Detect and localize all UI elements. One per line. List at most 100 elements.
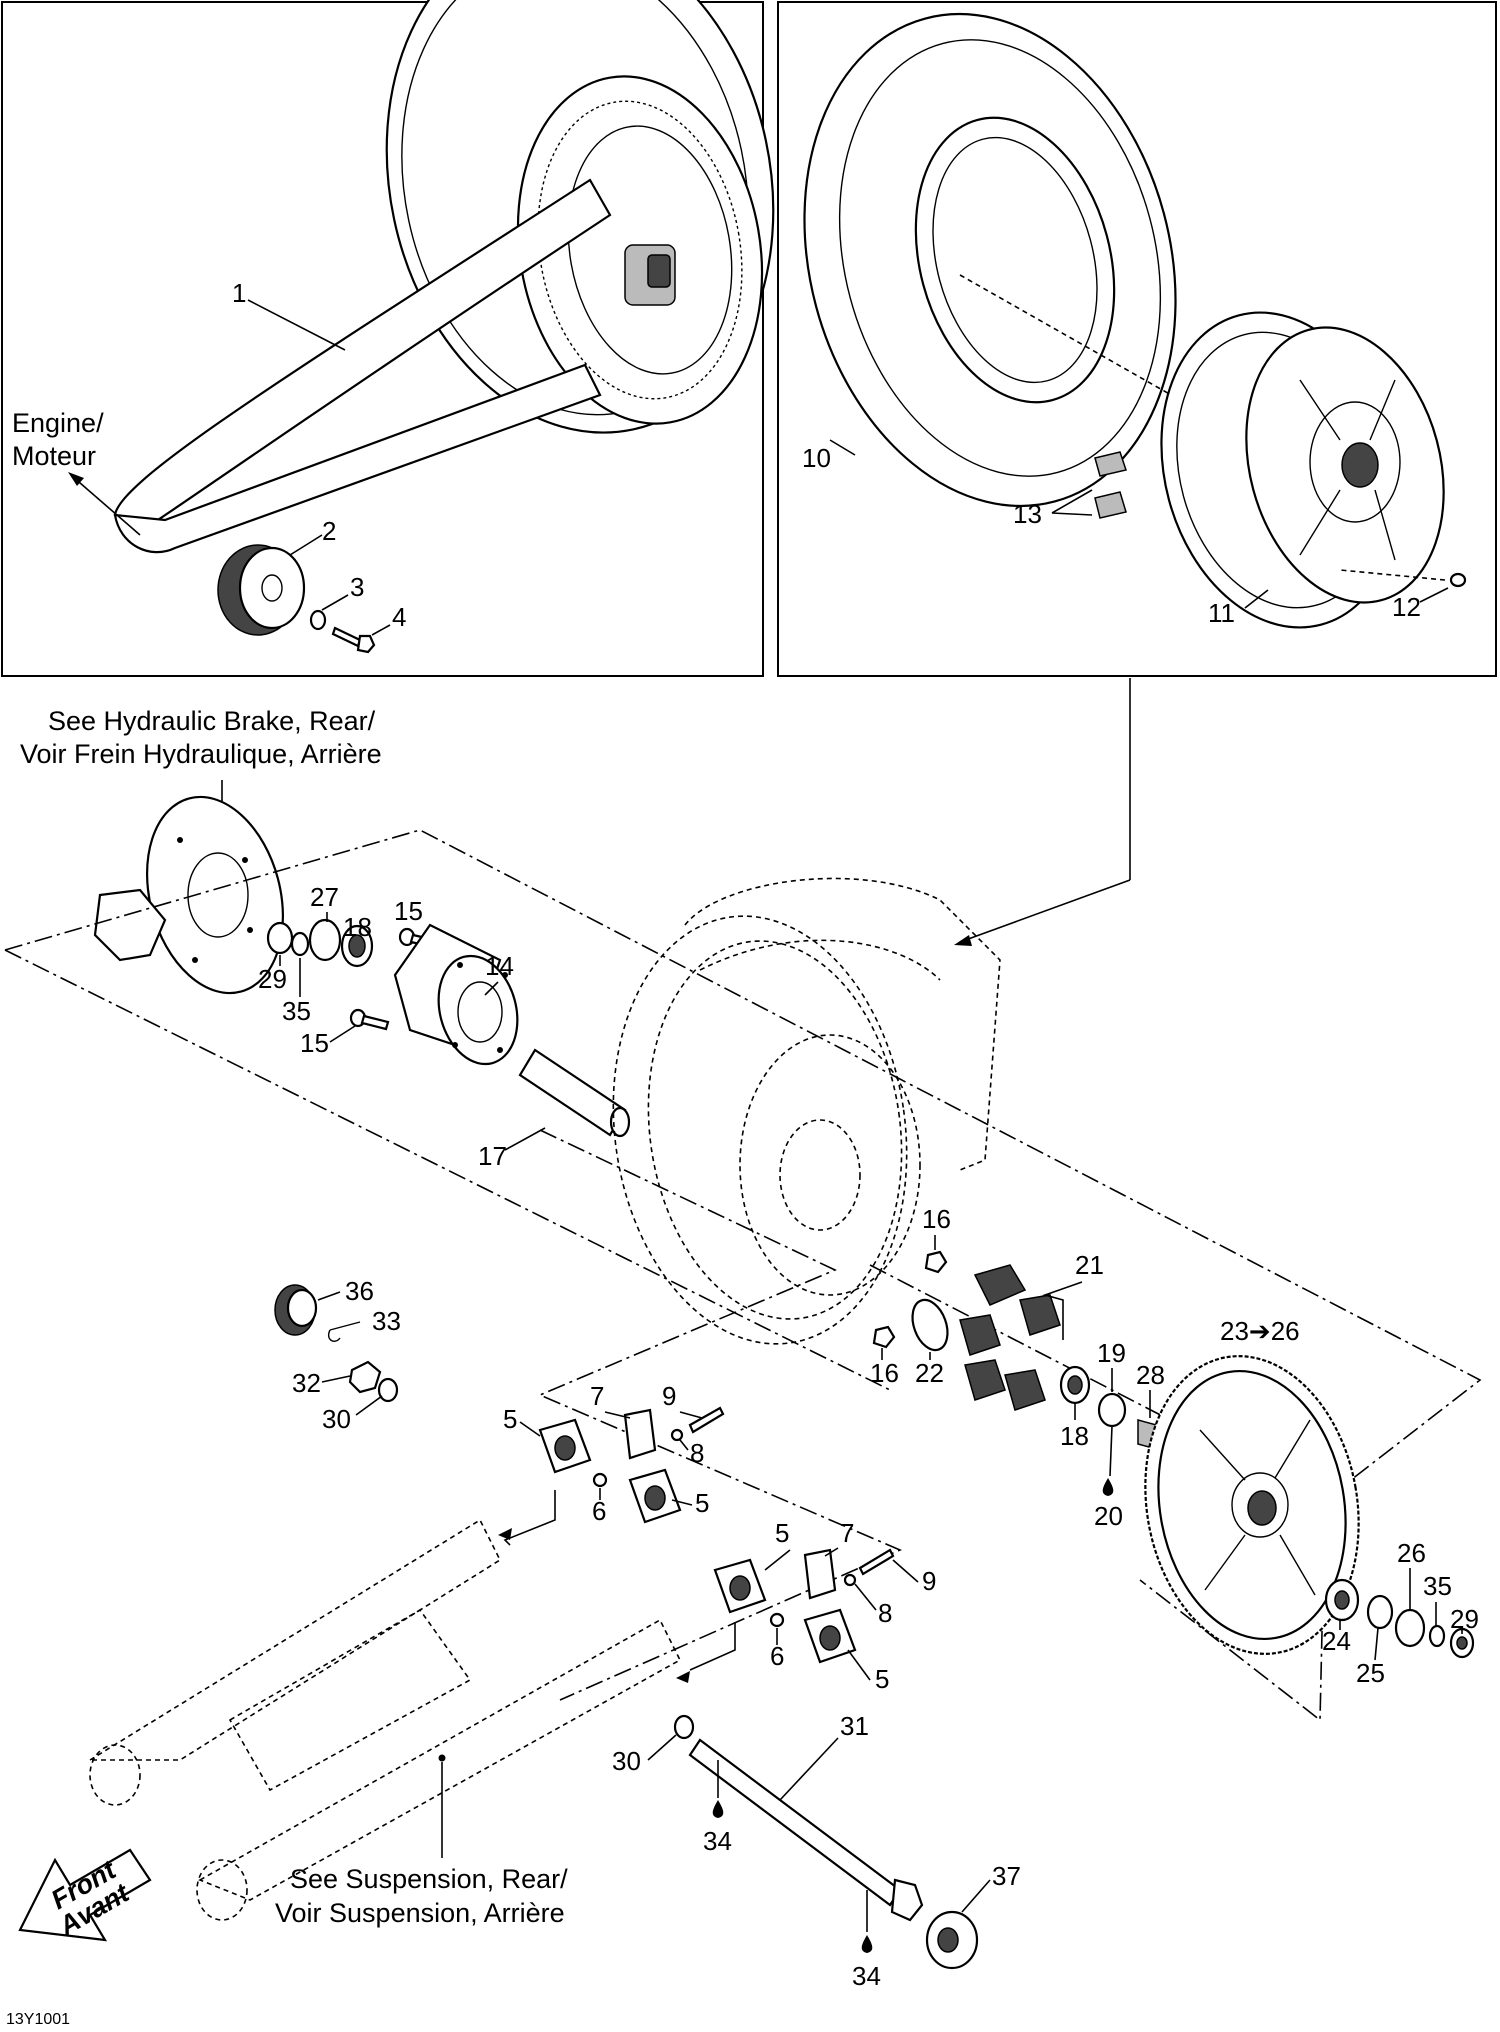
panel-belt-drive: [1, 1, 764, 677]
axle-31: [688, 1738, 924, 1922]
callout-37: 37: [992, 1861, 1021, 1891]
callout-30-right: 30: [612, 1746, 641, 1776]
hub-14: [393, 923, 519, 1066]
oring-22: [911, 1298, 949, 1352]
drive-belt: [113, 178, 612, 554]
callout-9-upper: 9: [662, 1381, 676, 1411]
callout-29-right: 29: [1450, 1604, 1479, 1634]
washer-30-left: [377, 1377, 399, 1403]
callout-23: 23➔26: [1220, 1316, 1300, 1346]
callout-26: 26: [1397, 1538, 1426, 1568]
callout-35-left: 35: [282, 996, 311, 1026]
callout-6-lower: 6: [770, 1641, 784, 1671]
seal-27: [308, 918, 342, 962]
grease-icon-34-left: [712, 1760, 724, 1818]
callout-1: 1: [232, 278, 246, 308]
balance-weights-13: [1094, 451, 1127, 519]
front-direction-arrow: Front Avant: [18, 1848, 152, 1942]
callout-36: 36: [345, 1276, 374, 1306]
callout-11: 11: [1208, 598, 1235, 628]
suspension-note-en: See Suspension, Rear/: [290, 1864, 568, 1894]
engine-note-en: Engine/: [12, 408, 104, 438]
callout-9-lower: 9: [922, 1566, 936, 1596]
bolt-15-bottom: [349, 1008, 390, 1031]
seal-25: [1366, 1594, 1394, 1630]
engine-note-fr: Moteur: [12, 441, 96, 471]
front-sprocket: [217, 544, 306, 636]
brake-note-fr: Voir Frein Hydraulique, Arrière: [20, 739, 382, 769]
callout-35-right: 35: [1423, 1571, 1452, 1601]
nut-16-top: [924, 1250, 948, 1274]
callout-15-bottom: 15: [300, 1028, 329, 1058]
bolt-4: [331, 626, 376, 654]
callout-5-lower-b: 5: [875, 1664, 889, 1694]
swingarm: [87, 1518, 682, 1921]
washer-30-right: [673, 1714, 695, 1740]
callout-25: 25: [1356, 1658, 1385, 1688]
brake-disc: [93, 795, 285, 995]
callout-20: 20: [1094, 1501, 1123, 1531]
callout-32: 32: [292, 1368, 321, 1398]
brake-note-en: See Hydraulic Brake, Rear/: [48, 706, 376, 736]
callout-5-upper-a: 5: [503, 1404, 517, 1434]
callout-2: 2: [322, 516, 336, 546]
bearing-29-left: [266, 921, 294, 955]
callout-5-upper-b: 5: [695, 1488, 709, 1518]
callout-34-left: 34: [703, 1826, 732, 1856]
nut-32: [348, 1360, 382, 1394]
grease-icon-34-right: [861, 1890, 873, 1953]
callout-14: 14: [485, 951, 514, 981]
callout-28: 28: [1136, 1360, 1165, 1390]
assembly-boundary: [4, 829, 1482, 1722]
tire-10: [803, 12, 1177, 508]
callout-27: 27: [310, 882, 339, 912]
callout-34-right: 34: [852, 1961, 881, 1991]
tube-17: [518, 1048, 631, 1138]
suspension-note-fr: Voir Suspension, Arrière: [275, 1898, 565, 1928]
nut-cap-37: [925, 1910, 979, 1970]
callout-17: 17: [478, 1141, 507, 1171]
engine-arrow: [68, 472, 141, 536]
callout-16-top: 16: [922, 1204, 951, 1234]
callout-30-left: 30: [322, 1404, 351, 1434]
callout-18-left: 18: [343, 912, 372, 942]
callout-8-upper: 8: [690, 1438, 704, 1468]
callout-24: 24: [1322, 1626, 1351, 1656]
dampers-21: [959, 1264, 1061, 1411]
spacer-19: [1097, 1392, 1127, 1428]
reference-wheel-ghost: [612, 877, 1001, 1345]
callout-31: 31: [840, 1711, 869, 1741]
callout-10: 10: [802, 443, 831, 473]
nut-16-bottom: [872, 1325, 896, 1349]
panel-wheel-tire: [777, 1, 1497, 677]
rear-wheel-with-sprocket: [385, 0, 775, 434]
callout-22: 22: [915, 1358, 944, 1388]
seal-26: [1394, 1608, 1426, 1648]
seal-35-right: [1428, 1624, 1446, 1648]
callout-13: 13: [1013, 499, 1042, 529]
callout-19: 19: [1097, 1338, 1126, 1368]
callout-21: 21: [1075, 1250, 1104, 1280]
callout-33: 33: [372, 1306, 401, 1336]
callout-4: 4: [392, 602, 406, 632]
cotter-pin-33: [328, 1321, 361, 1342]
seal-35-left: [290, 931, 310, 957]
diagram-id: 13Y1001: [6, 2011, 70, 2028]
grease-icon-20: [1102, 1478, 1114, 1496]
adjuster-set-lower: [713, 1548, 895, 1664]
axle-nut-cap-36: [274, 1284, 318, 1336]
wheel-location-arrow: [954, 678, 1131, 946]
callout-7-upper: 7: [590, 1381, 604, 1411]
callout-18-right: 18: [1060, 1421, 1089, 1451]
adjuster-set-upper: [538, 1406, 725, 1524]
callout-29-left: 29: [258, 964, 287, 994]
callout-6-upper: 6: [592, 1496, 606, 1526]
callout-7-lower: 7: [840, 1518, 854, 1548]
callout-3: 3: [350, 572, 364, 602]
callout-8-lower: 8: [878, 1598, 892, 1628]
callout-5-lower-a: 5: [775, 1518, 789, 1548]
sprocket-23: [1144, 1355, 1360, 1655]
callout-16-bottom: 16: [870, 1358, 899, 1388]
washer-3: [309, 609, 327, 631]
